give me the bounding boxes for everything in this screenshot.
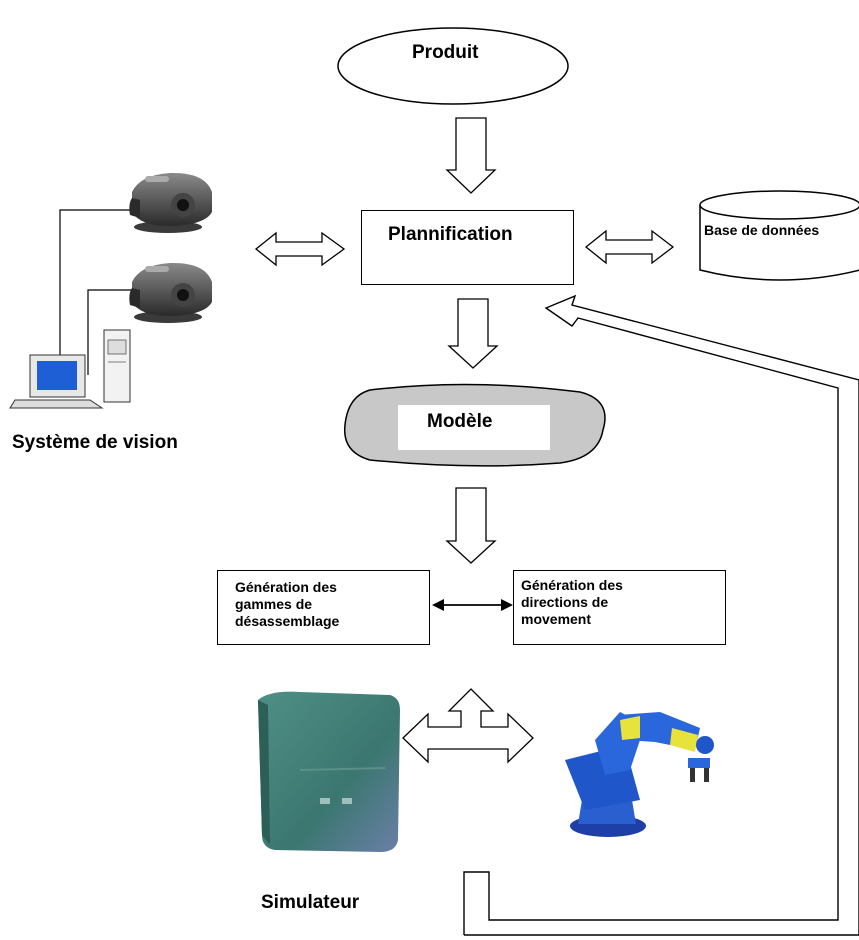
- produit-ellipse: [337, 27, 569, 105]
- arrow-vision-plannification: [254, 231, 346, 267]
- modele-inner-box: [398, 405, 550, 450]
- robot-arm-icon: [565, 712, 714, 837]
- database-cylinder: [699, 190, 859, 281]
- arrow-produit-plannification: [445, 117, 497, 194]
- simulator-cabinet-icon: [258, 691, 400, 852]
- gen-gammes-box: [217, 570, 430, 645]
- arrow-modele-generations: [445, 487, 497, 564]
- arrow-gen-link-right-head: [501, 599, 513, 611]
- gen-gammes-label: Génération des gammes de désassemblage: [235, 579, 340, 629]
- simulateur-label: Simulateur: [261, 892, 360, 913]
- gen-directions-label: Génération des directions de movement: [521, 577, 623, 627]
- arrow-three-way: [402, 688, 534, 764]
- database-label: Base de données: [704, 222, 820, 238]
- camera-icon: [129, 172, 212, 233]
- arrow-plannification-db: [584, 229, 675, 265]
- camera-icon: [129, 262, 212, 323]
- systeme-vision-label: Système de vision: [12, 432, 178, 453]
- gen-directions-box: [513, 570, 726, 645]
- modele-label: Modèle: [427, 411, 493, 432]
- arrow-gen-link-left-head: [432, 599, 444, 611]
- plannification-label: Plannification: [388, 224, 513, 245]
- computer-icon: [9, 329, 131, 409]
- plannification-box: [361, 210, 574, 285]
- feedback-loop-arrow: [463, 294, 859, 935]
- vision-wiring: [59, 209, 135, 375]
- arrow-plannification-modele: [447, 298, 499, 369]
- produit-label: Produit: [412, 42, 479, 63]
